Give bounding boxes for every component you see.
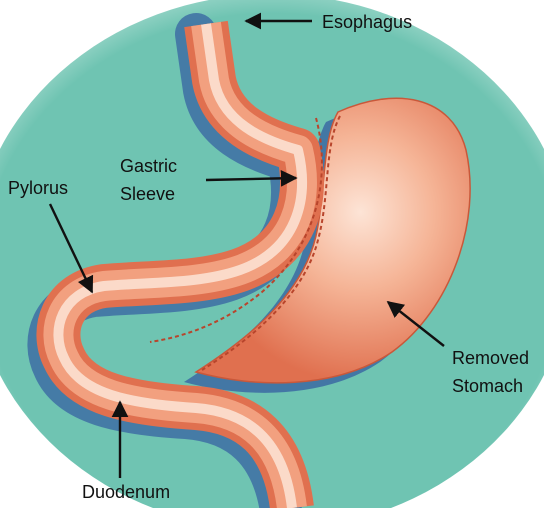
label-pylorus: Pylorus [8, 178, 68, 198]
label-gastric-sleeve-line2: Sleeve [120, 184, 175, 204]
label-esophagus: Esophagus [322, 12, 412, 32]
label-gastric-sleeve-line1: Gastric [120, 156, 177, 176]
label-removed-stomach-line1: Removed [452, 348, 529, 368]
label-duodenum: Duodenum [82, 482, 170, 502]
label-removed-stomach-line2: Stomach [452, 376, 523, 396]
